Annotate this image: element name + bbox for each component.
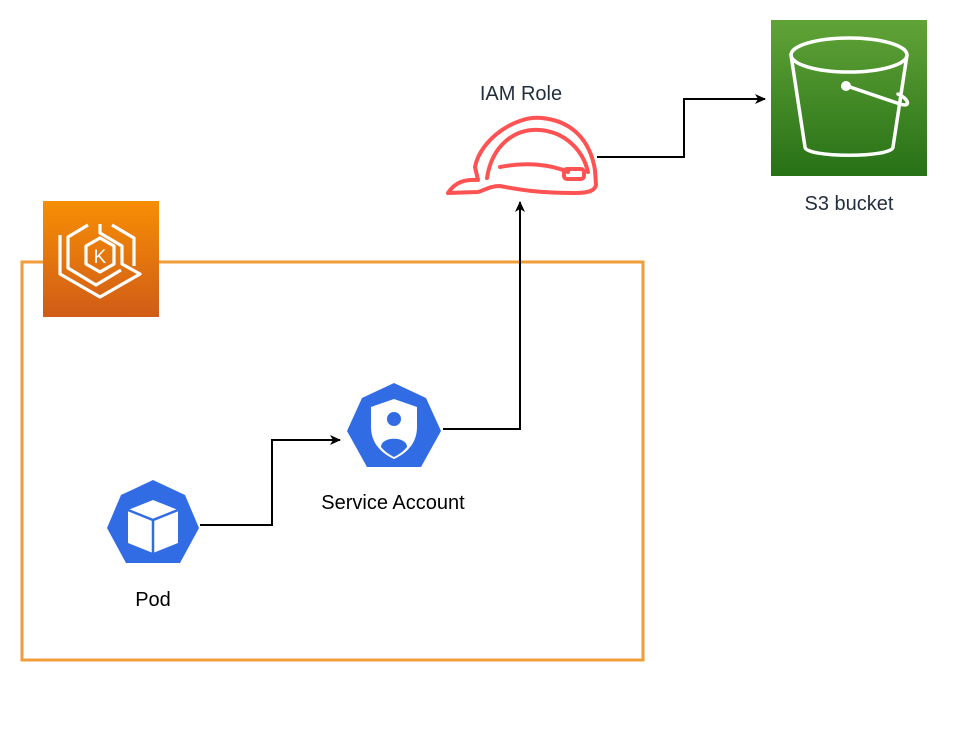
iam-role-hardhat-icon[interactable] xyxy=(446,115,598,195)
service-account-label: Service Account xyxy=(321,492,465,514)
pod-label: Pod xyxy=(135,589,171,611)
svg-text:K: K xyxy=(94,247,107,268)
k8s-pod-icon[interactable] xyxy=(107,480,199,563)
eks-kubernetes-icon[interactable]: K xyxy=(43,201,159,317)
edge-pod-to-service-account[interactable] xyxy=(200,435,341,526)
s3-bucket-icon[interactable] xyxy=(771,20,927,176)
iam-role-label: IAM Role xyxy=(479,83,563,105)
edge-service-account-to-iam-role[interactable] xyxy=(443,201,525,430)
k8s-service-account-icon[interactable] xyxy=(347,383,441,467)
s3-bucket-label: S3 bucket xyxy=(804,193,894,215)
eks-cluster-group[interactable] xyxy=(20,260,645,662)
edge-iam-role-to-s3-bucket[interactable] xyxy=(597,94,766,158)
